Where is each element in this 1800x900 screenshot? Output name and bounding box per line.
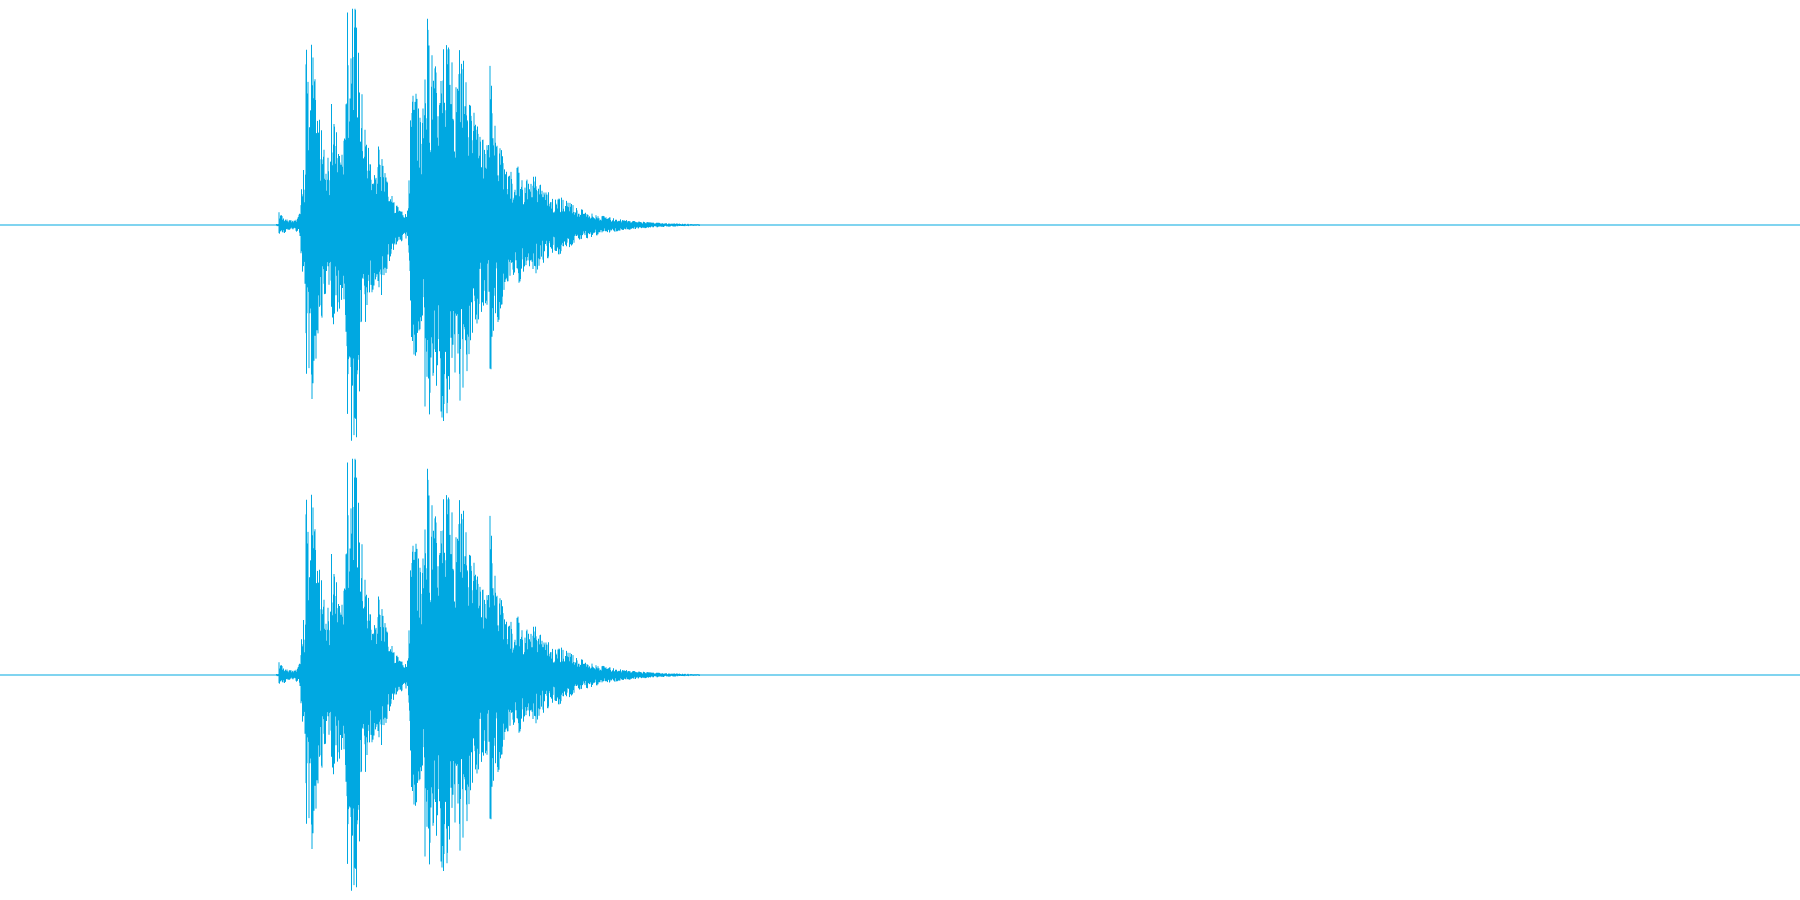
channel-2-waveform (276, 458, 700, 891)
channel-track-2 (0, 458, 1800, 891)
channel-1-waveform (276, 8, 700, 441)
channel-track-1 (0, 8, 1800, 441)
